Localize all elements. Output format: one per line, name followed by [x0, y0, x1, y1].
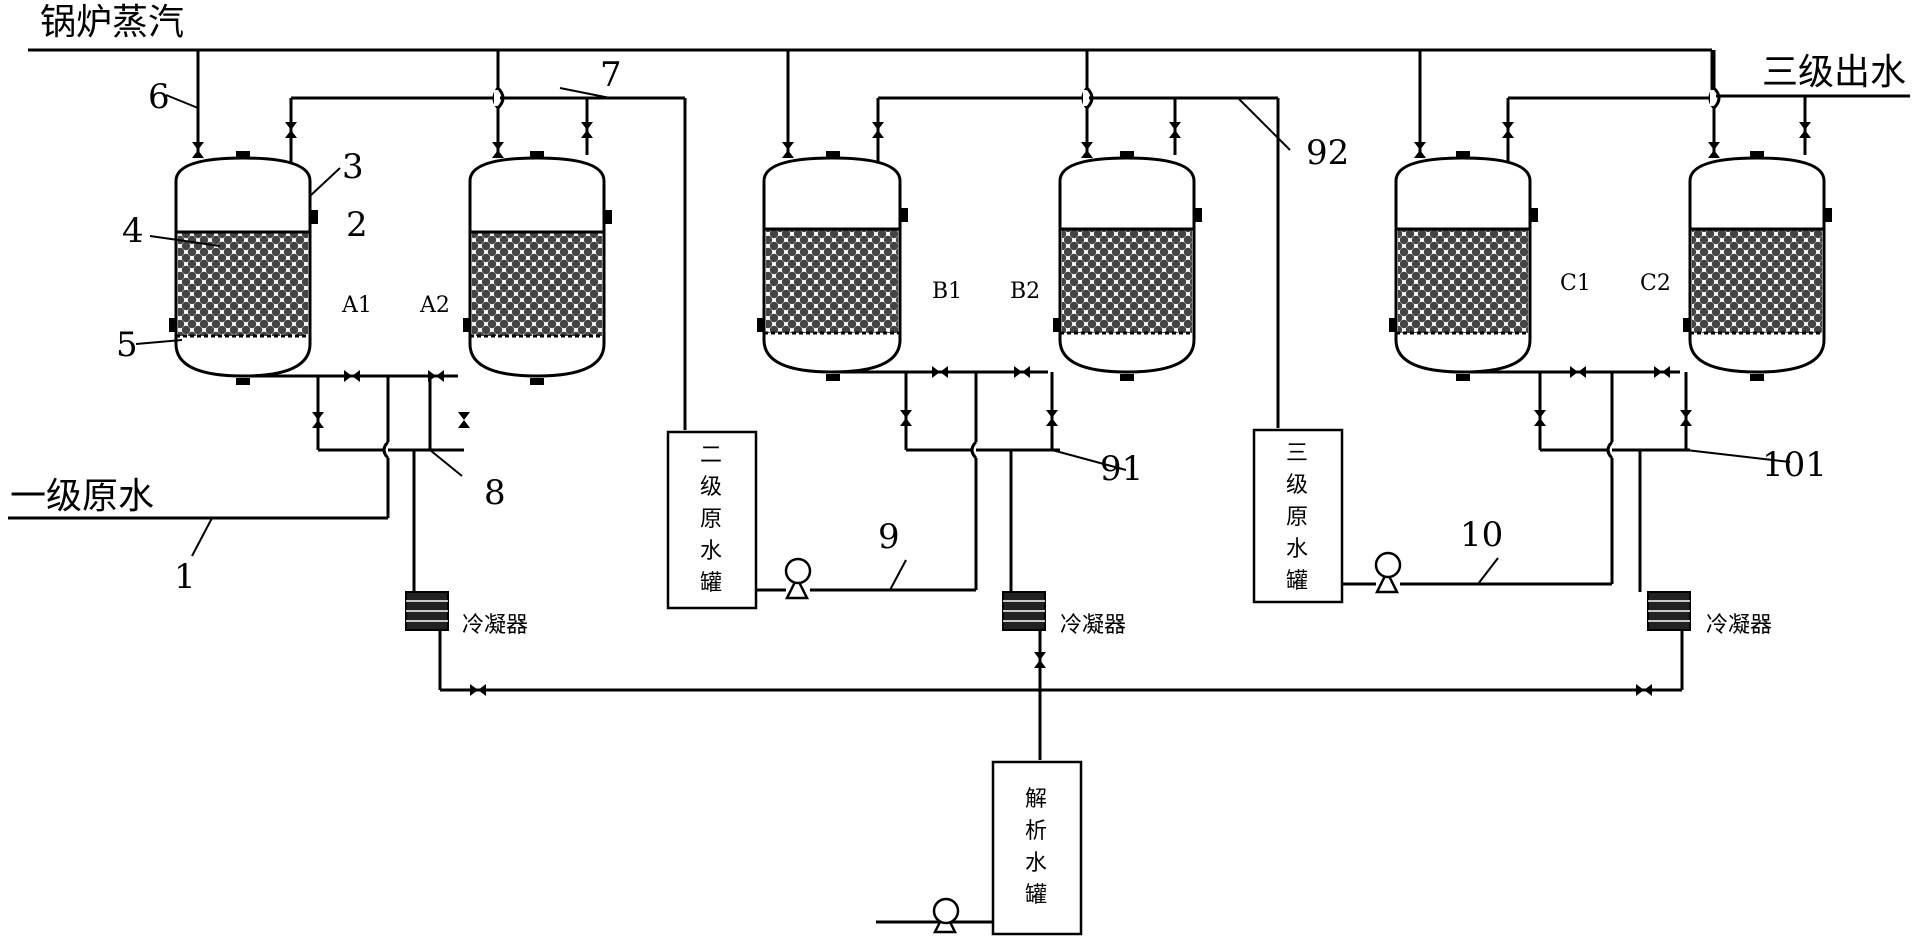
condenser-label-c: 冷凝器: [1706, 613, 1772, 638]
part-number-3: 3: [342, 147, 364, 187]
tertiary-raw-tank-label: 三 级 原 水 罐: [1286, 441, 1308, 594]
vessel-b1: [757, 151, 908, 381]
valve-icon: [782, 142, 794, 158]
part-number-6: 6: [148, 77, 170, 117]
tank-char: 解: [1025, 787, 1047, 812]
vessel-label-a1: A1: [341, 293, 372, 318]
valve-icon: [470, 684, 486, 696]
tank-char: 原: [700, 507, 722, 532]
valve-icon: [1502, 122, 1514, 138]
tank-char: 原: [1286, 505, 1308, 530]
valve-icon: [1046, 410, 1058, 426]
valve-icon: [1169, 122, 1181, 138]
vessel-label-c2: C2: [1640, 271, 1671, 296]
tertiary-outlet-label: 三级出水: [1762, 52, 1906, 93]
vessel-label-b2: B2: [1010, 279, 1040, 304]
valve-icon: [1014, 366, 1030, 378]
valve-icon: [1636, 684, 1652, 696]
primary-raw-water-label: 一级原水: [10, 476, 154, 517]
tank-char: 级: [1286, 473, 1308, 498]
part-number-1: 1: [174, 557, 196, 597]
valve-icon: [458, 412, 470, 428]
vessel-b2: [1053, 151, 1202, 381]
tank-char: 水: [1025, 851, 1047, 876]
valve-icon: [344, 370, 360, 382]
tank-char: 水: [1286, 537, 1308, 562]
part-number-8: 8: [484, 473, 506, 513]
valve-icon: [192, 142, 204, 158]
tank-char: 水: [700, 539, 722, 564]
valve-icon: [1708, 142, 1720, 158]
part-number-92: 92: [1306, 133, 1349, 173]
vessel-a1: [169, 151, 318, 385]
valve-icon: [581, 122, 593, 138]
desorption-water-tank: [991, 760, 1083, 936]
tertiary-raw-water-tank: [1252, 428, 1344, 604]
part-number-9: 9: [878, 517, 900, 557]
tank-char: 析: [1025, 819, 1047, 844]
valve-icon: [932, 366, 948, 378]
condenser-a: [405, 591, 449, 631]
valve-icon: [872, 122, 884, 138]
secondary-raw-tank-label: 二 级 原 水 罐: [700, 443, 722, 596]
valve-icon: [312, 412, 324, 428]
valve-icon: [1654, 366, 1670, 378]
part-number-5: 5: [116, 325, 138, 365]
part-number-91: 91: [1100, 449, 1143, 489]
condenser-label-a: 冷凝器: [462, 613, 528, 638]
vessel-label-c1: C1: [1560, 271, 1591, 296]
condenser-c: [1647, 591, 1691, 631]
valve-icon: [1414, 142, 1426, 158]
vessel-label-a2: A2: [419, 293, 450, 318]
pump-secondary: [784, 557, 812, 600]
part-number-101: 101: [1762, 445, 1827, 485]
valve-icon: [1680, 410, 1692, 426]
valve-icon: [1081, 142, 1093, 158]
valve-icon: [492, 142, 504, 158]
tank-char: 二: [700, 443, 722, 468]
vessel-c1: [1389, 151, 1538, 381]
pump-desorption: [932, 897, 960, 934]
valve-icon: [900, 410, 912, 426]
secondary-raw-water-tank: [666, 430, 758, 610]
valve-icon: [1034, 652, 1046, 668]
part-number-2: 2: [346, 205, 368, 245]
leader-lines: [135, 87, 1791, 591]
vessel-a2: [463, 151, 612, 385]
condenser-label-b: 冷凝器: [1060, 613, 1126, 638]
valve-icon: [1534, 410, 1546, 426]
tank-char: 三: [1286, 441, 1308, 466]
valve-icon: [1799, 122, 1811, 138]
desorption-tank-label: 解 析 水 罐: [1025, 787, 1047, 908]
valve-icon: [1570, 366, 1586, 378]
pump-tertiary: [1374, 551, 1402, 594]
vessel-label-b1: B1: [932, 279, 962, 304]
tank-char: 级: [700, 475, 722, 500]
valve-icon: [285, 122, 297, 138]
tank-char: 罐: [1286, 569, 1308, 594]
tank-char: 罐: [1025, 883, 1047, 908]
part-number-7: 7: [600, 55, 622, 95]
tank-char: 罐: [700, 571, 722, 596]
part-number-10: 10: [1460, 515, 1503, 555]
condenser-b: [1002, 591, 1046, 631]
vessel-c2: [1683, 151, 1832, 381]
part-number-4: 4: [122, 211, 144, 251]
steam-label: 锅炉蒸汽: [40, 2, 184, 43]
